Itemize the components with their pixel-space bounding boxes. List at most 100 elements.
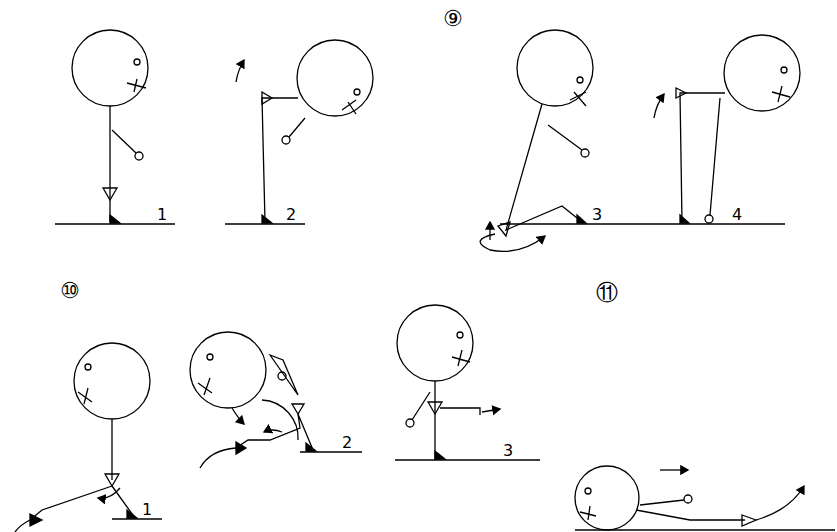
head-circle bbox=[74, 343, 150, 419]
eye bbox=[457, 332, 463, 338]
foot bbox=[30, 514, 42, 526]
figure-9-2 bbox=[225, 40, 373, 224]
step-number: 3 bbox=[503, 443, 513, 459]
hip-triangle bbox=[105, 474, 119, 486]
motion-arrow bbox=[98, 488, 120, 498]
hip-triangle bbox=[103, 188, 117, 200]
ground-line bbox=[395, 459, 540, 460]
face-mark bbox=[78, 388, 92, 404]
motion-arrow bbox=[480, 234, 545, 251]
arm-line bbox=[710, 98, 720, 215]
head-circle bbox=[297, 40, 373, 116]
face-mark bbox=[198, 378, 212, 395]
eye bbox=[585, 488, 591, 494]
motion-arrow bbox=[489, 222, 490, 240]
face-mark bbox=[570, 92, 586, 106]
foot bbox=[236, 442, 246, 454]
step-number: 2 bbox=[342, 435, 352, 451]
eye bbox=[354, 89, 360, 95]
head-circle bbox=[724, 35, 800, 111]
foot bbox=[680, 215, 689, 223]
body-line bbox=[111, 419, 112, 480]
step-number: 4 bbox=[732, 207, 742, 223]
motion-arrow bbox=[236, 60, 244, 82]
arm-triangle bbox=[270, 355, 298, 395]
head-circle bbox=[517, 30, 593, 106]
head-circle bbox=[397, 305, 473, 381]
hand bbox=[278, 372, 286, 380]
eye bbox=[207, 354, 213, 360]
arm-line bbox=[289, 118, 305, 137]
arm-line bbox=[548, 125, 582, 150]
foot bbox=[577, 215, 586, 223]
figure-9-1 bbox=[55, 30, 175, 224]
foot bbox=[127, 510, 137, 518]
motion-arrow bbox=[264, 430, 282, 432]
figure-11 bbox=[575, 466, 835, 530]
foot bbox=[306, 443, 316, 451]
motion-arrow bbox=[660, 469, 688, 470]
step-number: 1 bbox=[157, 207, 167, 223]
hand bbox=[135, 152, 143, 160]
eye bbox=[85, 364, 91, 370]
eye bbox=[781, 67, 787, 73]
body-line bbox=[636, 510, 745, 520]
motion-arrow bbox=[482, 409, 500, 412]
exercise-number: ⑩ bbox=[60, 280, 80, 302]
face-mark bbox=[580, 506, 596, 520]
motion-arrow bbox=[654, 94, 664, 118]
arm-line bbox=[640, 500, 684, 505]
leg-line bbox=[30, 486, 135, 520]
ground-line bbox=[500, 223, 615, 224]
figure-10-1 bbox=[15, 343, 162, 532]
arc-line bbox=[200, 448, 236, 468]
hip-triangle bbox=[742, 515, 756, 526]
ground-line bbox=[615, 223, 785, 224]
body-line bbox=[434, 381, 435, 460]
head-circle bbox=[72, 30, 148, 106]
hand bbox=[282, 136, 290, 144]
hip-triangle bbox=[428, 402, 442, 414]
head-circle bbox=[190, 332, 266, 408]
ground-line bbox=[575, 529, 835, 530]
leg-line bbox=[236, 414, 313, 450]
hip-triangle bbox=[292, 404, 304, 414]
body-line bbox=[262, 98, 298, 222]
figure-10-3 bbox=[395, 305, 540, 460]
arm-line bbox=[112, 130, 136, 153]
arc-line bbox=[15, 520, 30, 532]
face-mark bbox=[127, 79, 146, 92]
step-number: 1 bbox=[142, 502, 152, 518]
face-mark bbox=[452, 350, 470, 366]
hip-triangle bbox=[676, 88, 686, 98]
leg-line bbox=[440, 408, 480, 415]
motion-arrow bbox=[232, 408, 244, 424]
body-line bbox=[506, 104, 582, 230]
hip-triangle bbox=[262, 92, 272, 104]
step-number: 2 bbox=[286, 207, 296, 223]
foot bbox=[435, 451, 445, 459]
exercise-number: ⑪ bbox=[596, 282, 618, 304]
foot bbox=[262, 215, 272, 223]
exercise-number: ⑨ bbox=[443, 8, 463, 30]
face-mark bbox=[772, 86, 790, 102]
head-circle bbox=[575, 466, 639, 530]
eye bbox=[577, 77, 583, 83]
face-mark bbox=[342, 100, 356, 114]
figure-10-2 bbox=[190, 332, 362, 468]
hand bbox=[581, 149, 589, 157]
hand bbox=[705, 215, 713, 223]
foot bbox=[110, 215, 120, 223]
arm-line bbox=[412, 392, 430, 420]
eye bbox=[134, 59, 140, 65]
hand bbox=[684, 495, 692, 503]
body-line bbox=[109, 106, 110, 222]
step-number: 3 bbox=[592, 207, 602, 223]
figure-9-3 bbox=[480, 30, 615, 251]
body-line bbox=[680, 93, 725, 222]
hand bbox=[406, 419, 414, 427]
motion-arrow bbox=[756, 486, 804, 520]
figure-9-4 bbox=[615, 35, 800, 224]
